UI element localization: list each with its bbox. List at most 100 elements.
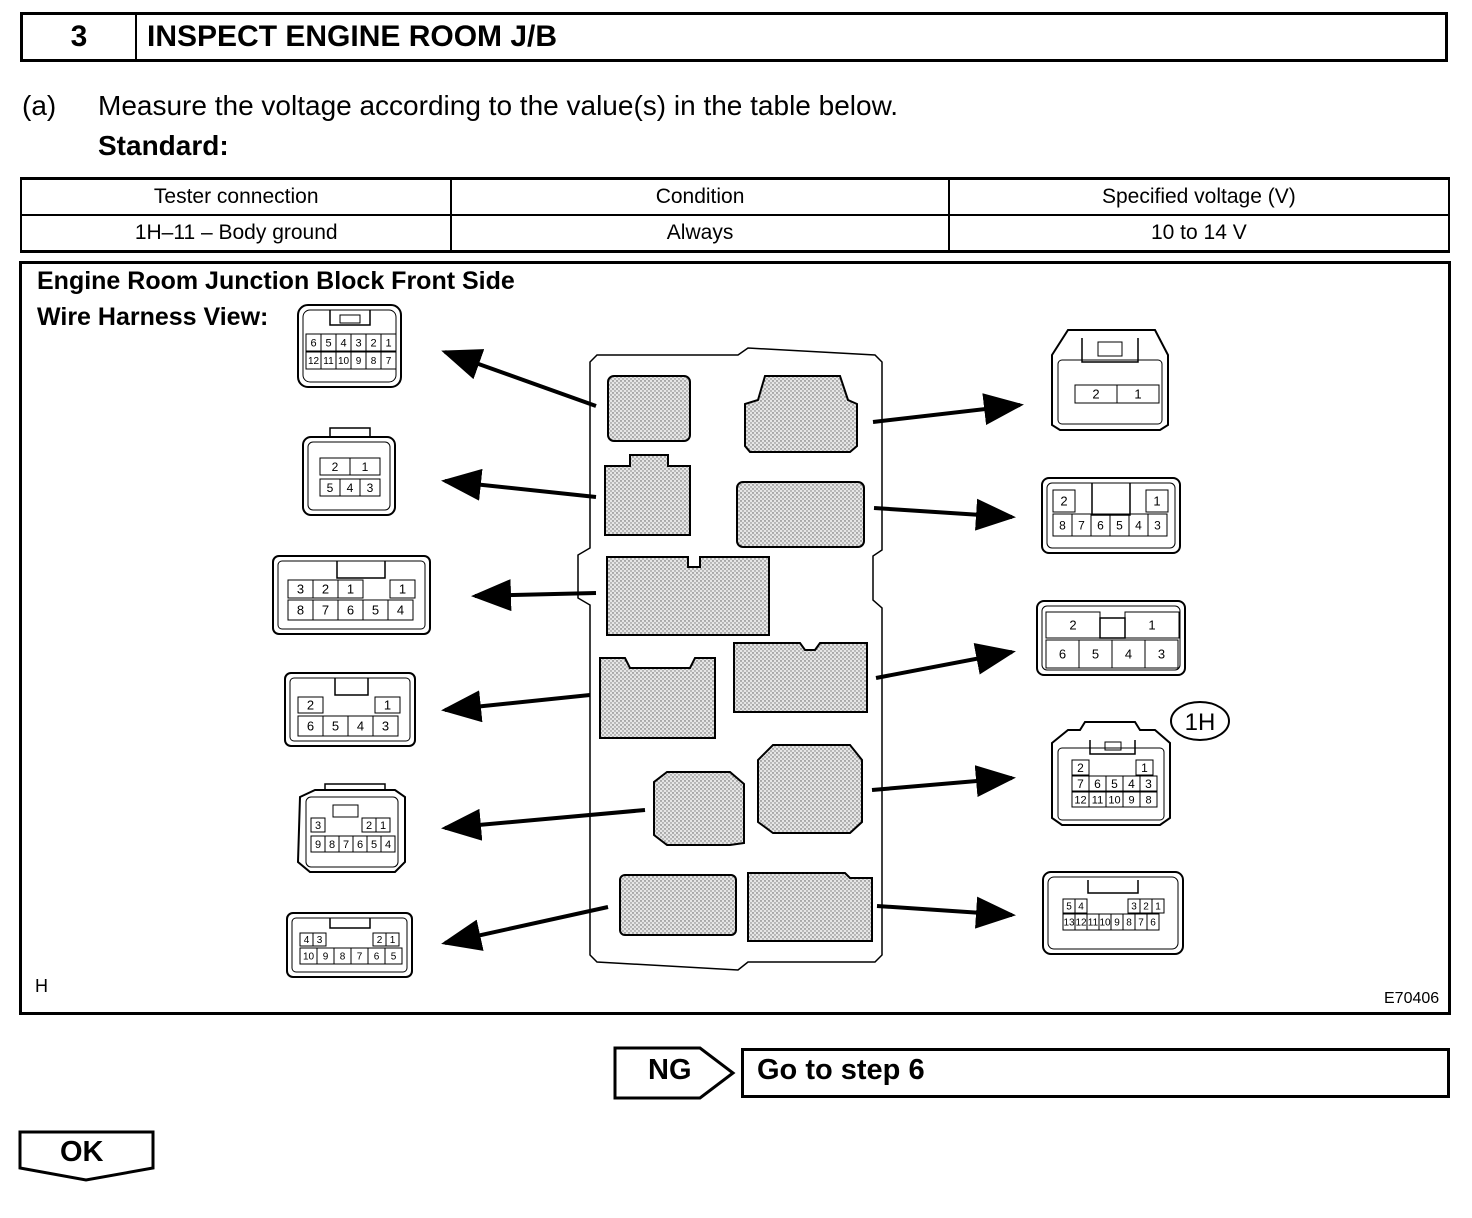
- connector-body: [1036, 600, 1186, 676]
- column-header: Condition: [450, 177, 950, 216]
- pin-number: 11: [1088, 918, 1099, 929]
- pin-number: 3: [382, 719, 389, 734]
- pin-number: 2: [377, 935, 383, 946]
- pin-cell: [372, 715, 399, 737]
- pin-number: 4: [347, 481, 354, 495]
- pin-number: 6: [310, 337, 316, 349]
- pin-number: 8: [340, 952, 346, 963]
- standard-heading: Standard:: [98, 130, 229, 161]
- column-header: Specified voltage (V): [947, 177, 1451, 216]
- arrow: [875, 643, 1016, 680]
- pin-number: 8: [329, 839, 335, 851]
- instruction-text: Measure the voltage according to the val…: [98, 90, 899, 121]
- pin-number: 4: [385, 839, 391, 851]
- step-header: 3 INSPECT ENGINE ROOM J/B: [20, 12, 1448, 62]
- pin-cell: [310, 817, 326, 833]
- pin-number: 4: [1135, 518, 1142, 532]
- pin-number: 7: [343, 839, 349, 851]
- ok-label[interactable]: OK: [60, 1136, 104, 1168]
- table-cell: 1H–11 – Body ground: [19, 214, 453, 253]
- pin-cell: [337, 579, 364, 599]
- connector-body: [302, 436, 396, 516]
- arrow: [876, 896, 1016, 929]
- connector-callout: [1170, 701, 1230, 741]
- pin-cell: [384, 947, 403, 965]
- pin-number: 9: [315, 839, 321, 851]
- socket: [599, 657, 716, 739]
- pin-number: 1: [1134, 387, 1141, 402]
- pin-cell: [297, 696, 324, 714]
- socket: [747, 872, 873, 942]
- socket: [757, 744, 863, 834]
- table-header-row: Tester connection Condition Specified vo…: [19, 177, 1451, 216]
- pin-number: 1: [390, 935, 396, 946]
- step-number: 3: [23, 15, 137, 59]
- pin-number: 9: [323, 952, 329, 963]
- ng-label: NG: [648, 1054, 692, 1086]
- pin-number: 2: [370, 337, 376, 349]
- diagram-corner-label: H: [35, 976, 48, 996]
- arrow: [441, 808, 646, 841]
- pin-number: 8: [371, 356, 377, 367]
- pin-cell: [1071, 759, 1090, 776]
- pin-cell: [1124, 611, 1180, 639]
- table-cell: Always: [450, 214, 950, 253]
- pin-number: 8: [1145, 794, 1151, 806]
- pin-cell: [380, 333, 397, 352]
- figure-code: E70406: [1384, 990, 1440, 1007]
- arrow: [871, 765, 1016, 798]
- pin-number: 5: [1116, 518, 1123, 532]
- pin-number: 3: [1158, 647, 1165, 662]
- pin-number: 6: [1059, 647, 1066, 662]
- arrow: [441, 349, 597, 408]
- socket: [653, 771, 745, 846]
- connector-body: [272, 555, 431, 635]
- arrow: [873, 498, 1016, 531]
- pin-number: 12: [1074, 794, 1086, 806]
- pin-number: 5: [1092, 647, 1099, 662]
- pin-number: 2: [1069, 618, 1076, 633]
- pin-number: 3: [355, 337, 361, 349]
- pin-number: 8: [297, 603, 304, 618]
- pin-number: 7: [322, 603, 329, 618]
- pin-number: 1: [384, 698, 391, 713]
- pin-number: 7: [1078, 518, 1085, 532]
- pin-number: 2: [1143, 902, 1149, 913]
- pin-number: 4: [1078, 902, 1084, 913]
- pin-number: 5: [325, 337, 331, 349]
- pin-number: 6: [1094, 777, 1101, 791]
- pin-number: 8: [1059, 518, 1066, 532]
- item-label: (a): [22, 90, 57, 121]
- socket: [606, 556, 770, 636]
- ng-action-text[interactable]: Go to step 6: [757, 1054, 925, 1086]
- pin-number: 9: [1128, 794, 1134, 806]
- pin-cell: [359, 478, 381, 497]
- pin-number: 9: [356, 356, 362, 367]
- diagram-subtitle: Wire Harness View:: [37, 303, 269, 331]
- connector-body: [1042, 871, 1184, 955]
- pin-number: 7: [386, 356, 392, 367]
- pin-number: 4: [1125, 647, 1132, 662]
- socket: [604, 454, 691, 536]
- socket: [619, 874, 737, 936]
- pin-number: 5: [372, 603, 379, 618]
- pin-cell: [385, 932, 400, 947]
- pin-number: 1: [1141, 761, 1148, 775]
- pin-number: 3: [315, 820, 321, 832]
- pin-cell: [1135, 759, 1154, 776]
- ok-arrow-shape: [18, 1130, 155, 1182]
- connector-body: [1051, 721, 1171, 826]
- pin-cell: [349, 457, 381, 476]
- connector-body: [296, 789, 406, 873]
- pin-number: 8: [1126, 918, 1132, 929]
- pin-number: 10: [1099, 918, 1111, 929]
- pin-number: 1: [385, 337, 391, 349]
- pin-number: 6: [347, 603, 354, 618]
- pin-number: 11: [1092, 794, 1103, 806]
- ng-action-box[interactable]: [741, 1048, 1450, 1098]
- arrow: [441, 905, 609, 951]
- column-header: Tester connection: [19, 177, 453, 216]
- pin-number: 5: [1111, 777, 1118, 791]
- pin-number: 10: [1108, 794, 1120, 806]
